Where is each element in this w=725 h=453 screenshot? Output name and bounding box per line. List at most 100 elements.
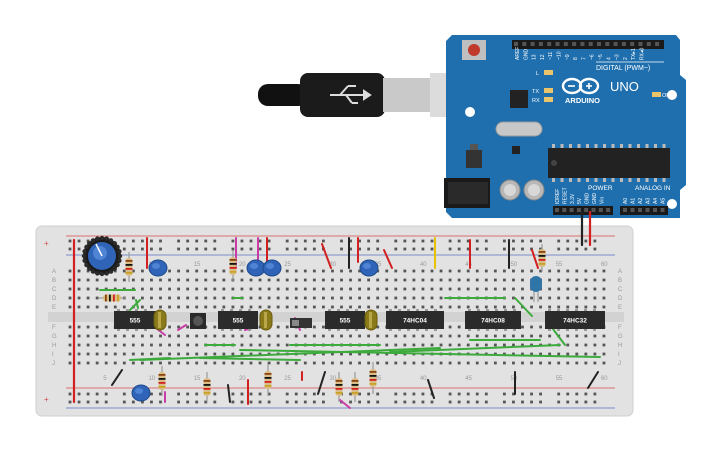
breadboard-hole[interactable] <box>249 278 253 282</box>
breadboard-hole[interactable] <box>530 334 533 338</box>
breadboard-hole[interactable] <box>466 287 470 291</box>
breadboard-hole[interactable] <box>376 334 380 338</box>
breadboard-hole[interactable] <box>593 269 597 273</box>
breadboard-hole[interactable] <box>168 278 171 282</box>
breadboard-hole[interactable] <box>104 343 108 347</box>
breadboard-hole[interactable] <box>303 247 307 251</box>
breadboard-hole[interactable] <box>376 278 380 282</box>
breadboard-hole[interactable] <box>159 334 162 338</box>
breadboard-hole[interactable] <box>159 361 162 365</box>
breadboard-hole[interactable] <box>385 334 389 338</box>
breadboard-hole[interactable] <box>177 287 180 291</box>
breadboard-hole[interactable] <box>457 239 461 243</box>
breadboard-hole[interactable] <box>312 269 316 273</box>
breadboard-hole[interactable] <box>503 392 506 396</box>
breadboard-hole[interactable] <box>539 305 542 309</box>
breadboard-hole[interactable] <box>484 239 488 243</box>
breadboard-hole[interactable] <box>575 287 579 291</box>
breadboard-hole[interactable] <box>575 400 579 404</box>
breadboard-hole[interactable] <box>150 352 153 356</box>
breadboard-hole[interactable] <box>186 343 190 347</box>
breadboard-hole[interactable] <box>68 325 72 329</box>
breadboard-hole[interactable] <box>475 278 479 282</box>
breadboard-hole[interactable] <box>412 287 416 291</box>
breadboard-hole[interactable] <box>312 334 316 338</box>
breadboard-hole[interactable] <box>475 392 479 396</box>
breadboard-hole[interactable] <box>258 239 262 243</box>
breadboard-hole[interactable] <box>512 392 515 396</box>
breadboard-hole[interactable] <box>412 305 416 309</box>
breadboard-hole[interactable] <box>331 278 334 282</box>
breadboard-hole[interactable] <box>412 361 416 365</box>
breadboard-hole[interactable] <box>448 325 452 329</box>
breadboard-hole[interactable] <box>195 239 199 243</box>
breadboard-hole[interactable] <box>77 325 81 329</box>
breadboard-hole[interactable] <box>548 334 552 338</box>
breadboard-hole[interactable] <box>421 305 425 309</box>
breadboard-hole[interactable] <box>593 334 597 338</box>
breadboard-hole[interactable] <box>113 305 117 309</box>
breadboard-hole[interactable] <box>349 305 352 309</box>
breadboard-hole[interactable] <box>159 296 162 300</box>
components[interactable] <box>81 235 546 402</box>
breadboard-hole[interactable] <box>267 287 271 291</box>
breadboard-hole[interactable] <box>331 287 334 291</box>
breadboard-hole[interactable] <box>195 278 199 282</box>
breadboard-hole[interactable] <box>294 305 298 309</box>
breadboard-hole[interactable] <box>385 352 389 356</box>
breadboard-hole[interactable] <box>141 287 144 291</box>
breadboard-hole[interactable] <box>258 305 262 309</box>
breadboard-hole[interactable] <box>584 392 588 396</box>
breadboard-hole[interactable] <box>312 296 316 300</box>
breadboard-hole[interactable] <box>575 392 579 396</box>
breadboard-hole[interactable] <box>122 361 126 365</box>
breadboard-hole[interactable] <box>385 278 389 282</box>
breadboard-hole[interactable] <box>68 278 72 282</box>
breadboard-hole[interactable] <box>512 400 515 404</box>
breadboard-hole[interactable] <box>421 287 425 291</box>
breadboard-hole[interactable] <box>86 287 90 291</box>
breadboard-hole[interactable] <box>168 269 171 273</box>
breadboard-hole[interactable] <box>68 305 72 309</box>
breadboard-hole[interactable] <box>367 352 371 356</box>
breadboard-hole[interactable] <box>86 239 90 243</box>
breadboard-hole[interactable] <box>122 334 126 338</box>
breadboard-hole[interactable] <box>412 392 416 396</box>
breadboard-hole[interactable] <box>294 392 298 396</box>
breadboard-hole[interactable] <box>122 305 126 309</box>
breadboard-hole[interactable] <box>240 343 244 347</box>
breadboard-hole[interactable] <box>122 278 126 282</box>
breadboard-hole[interactable] <box>249 352 253 356</box>
breadboard-hole[interactable] <box>349 278 352 282</box>
breadboard-hole[interactable] <box>104 361 108 365</box>
breadboard-hole[interactable] <box>358 278 361 282</box>
breadboard-hole[interactable] <box>86 361 90 365</box>
breadboard-hole[interactable] <box>267 247 271 251</box>
breadboard-hole[interactable] <box>557 361 561 365</box>
breadboard-hole[interactable] <box>322 400 325 404</box>
breadboard-hole[interactable] <box>376 247 380 251</box>
breadboard-hole[interactable] <box>213 287 217 291</box>
breadboard-hole[interactable] <box>95 400 99 404</box>
breadboard-hole[interactable] <box>340 361 343 365</box>
breadboard-hole[interactable] <box>168 305 171 309</box>
breadboard-hole[interactable] <box>403 392 407 396</box>
breadboard-hole[interactable] <box>530 247 533 251</box>
electrolytic-capacitor[interactable] <box>153 309 167 331</box>
breadboard-hole[interactable] <box>448 361 452 365</box>
breadboard-hole[interactable] <box>566 305 570 309</box>
breadboard-hole[interactable] <box>512 287 515 291</box>
jumper-wire[interactable] <box>389 344 561 353</box>
breadboard-hole[interactable] <box>258 361 262 365</box>
breadboard-hole[interactable] <box>131 239 135 243</box>
breadboard-hole[interactable] <box>584 305 588 309</box>
breadboard-hole[interactable] <box>231 287 235 291</box>
breadboard-hole[interactable] <box>95 343 99 347</box>
breadboard-hole[interactable] <box>575 343 579 347</box>
breadboard-hole[interactable] <box>141 361 144 365</box>
breadboard-hole[interactable] <box>430 361 434 365</box>
breadboard-hole[interactable] <box>457 287 461 291</box>
breadboard-hole[interactable] <box>539 392 542 396</box>
